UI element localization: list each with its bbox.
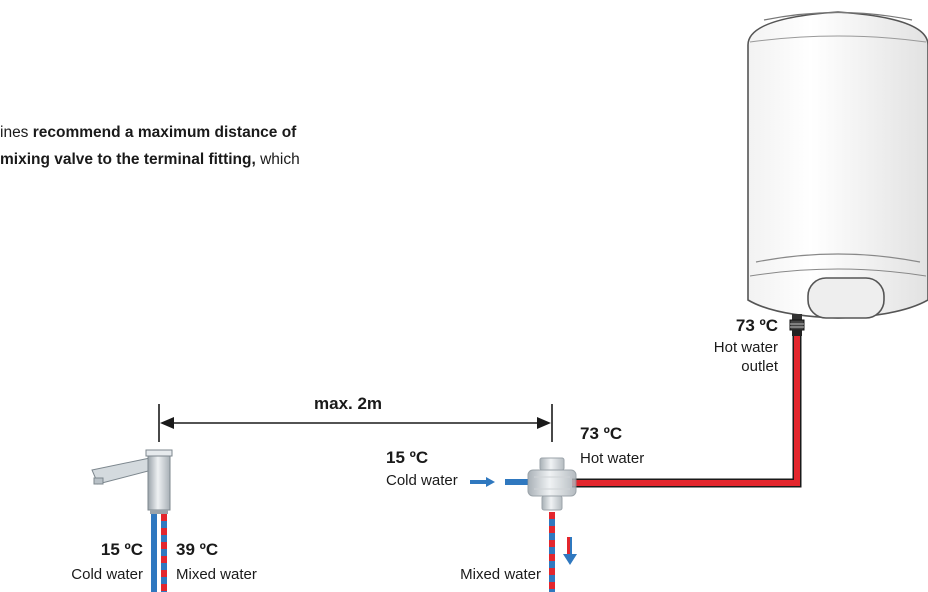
heater-outlet-label-line-1: Hot water bbox=[713, 339, 778, 356]
intro-line-2-bold: mixing valve to the terminal fitting, bbox=[0, 151, 256, 168]
valve-hot-label: Hot water bbox=[580, 450, 645, 467]
heater-outlet-label-line-2: outlet bbox=[741, 358, 778, 375]
valve-mixed-label: Mixed water bbox=[460, 566, 541, 583]
tap-cold-temp: 15 ºC bbox=[100, 540, 143, 559]
valve-hot-temp: 73 ºC bbox=[580, 424, 623, 443]
valve-cold-label: Cold water bbox=[386, 472, 458, 489]
tap-mixed-temp: 39 ºC bbox=[176, 540, 219, 559]
intro-line-1: ines recommend a maximum distance of bbox=[0, 119, 300, 146]
faucet bbox=[91, 449, 173, 514]
mixed-flow-arrow bbox=[563, 537, 577, 565]
intro-line-2: mixing valve to the terminal fitting, wh… bbox=[0, 146, 300, 173]
heater-outlet-fitting bbox=[789, 314, 805, 336]
intro-text: ines recommend a maximum distance of mix… bbox=[0, 119, 300, 173]
heater-outlet-temp: 73 ºC bbox=[735, 316, 778, 335]
intro-line-2-plain: which bbox=[255, 151, 300, 168]
valve-cold-temp: 15 ºC bbox=[386, 448, 429, 467]
intro-line-1-bold: recommend a maximum distance of bbox=[32, 124, 297, 141]
cold-inlet-arrow bbox=[470, 477, 528, 487]
distance-label: max. 2m bbox=[314, 394, 383, 413]
tap-mixed-label: Mixed water bbox=[176, 566, 257, 583]
distance-dimension bbox=[158, 404, 553, 442]
mixing-valve bbox=[527, 457, 577, 511]
heater-outlet-label: Hot water outlet bbox=[714, 338, 778, 376]
tap-cold-label: Cold water bbox=[71, 566, 143, 583]
intro-line-1-plain: ines bbox=[0, 124, 33, 141]
water-heater bbox=[747, 11, 928, 319]
